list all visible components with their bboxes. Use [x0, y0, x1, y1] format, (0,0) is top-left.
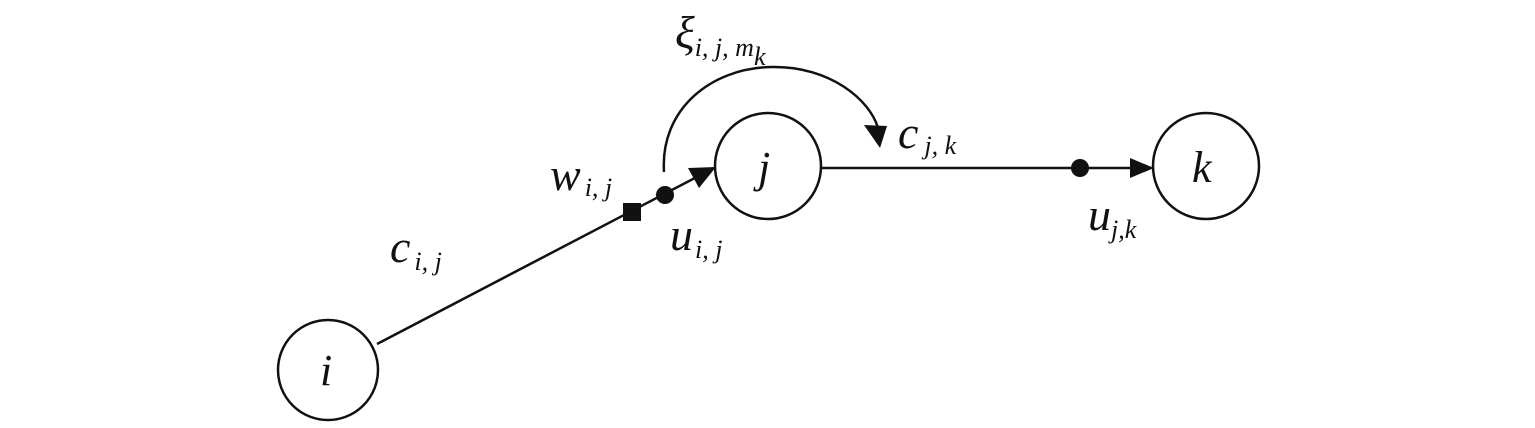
label-u-ij: ui, j	[670, 209, 722, 264]
node-i-label: i	[320, 346, 332, 395]
node-k: k	[1151, 111, 1261, 221]
label-xi: ξi, j, mk	[675, 7, 766, 71]
arrowhead-i-j	[688, 167, 716, 188]
square-marker-w	[623, 203, 641, 221]
arrowhead-xi	[864, 125, 887, 148]
dot-marker-u-jk	[1071, 159, 1089, 177]
node-k-label: k	[1192, 143, 1213, 192]
dot-marker-u-ij	[656, 186, 674, 204]
arrowhead-j-k	[1130, 158, 1154, 178]
node-j: j	[713, 111, 823, 221]
node-i: i	[276, 318, 380, 422]
label-u-jk: uj,k	[1088, 189, 1137, 244]
arc-xi	[662, 65, 880, 173]
node-j-label: j	[753, 143, 770, 192]
